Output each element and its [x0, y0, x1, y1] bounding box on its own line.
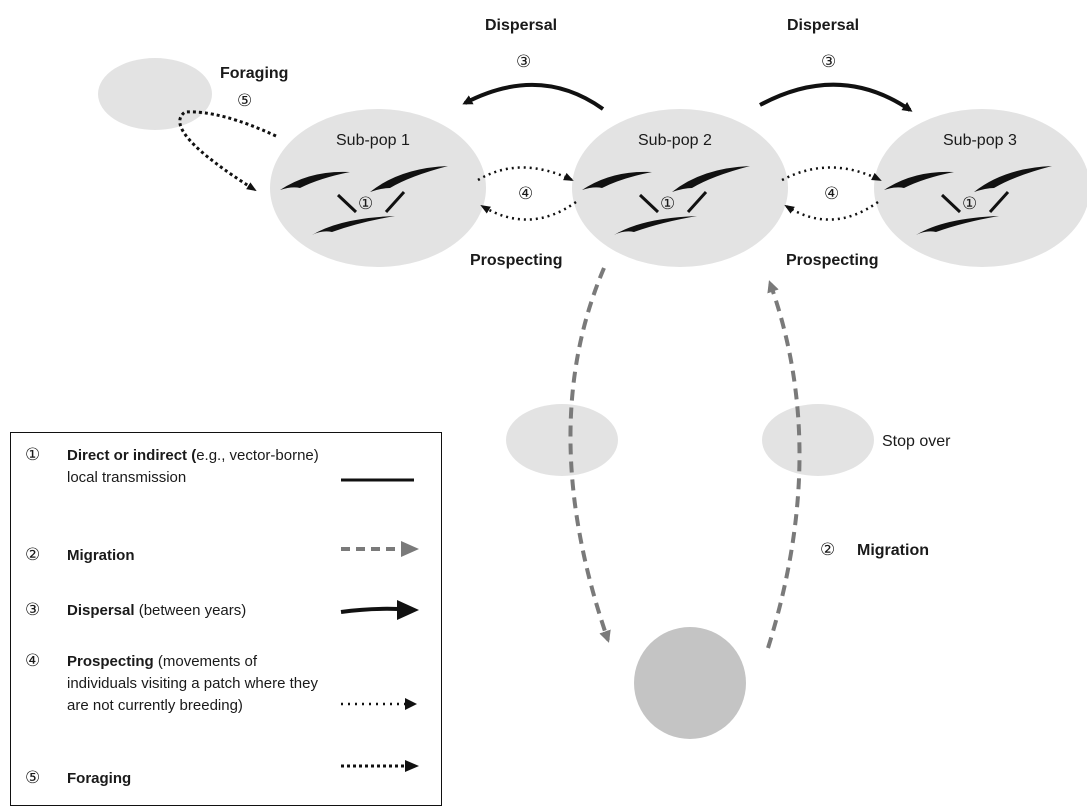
legend-text-transmission: Direct or indirect (e.g., vector-borne) … [67, 445, 327, 489]
dispersal-arrow-right [759, 82, 913, 112]
prospecting-arrow-2-to-3 [781, 166, 882, 182]
migration-arrow-up [766, 280, 802, 649]
legend-text-prospecting: Prospecting (movements of individuals vi… [67, 651, 327, 717]
legend-detail-transmission: e.g., vector-borne) local transmission [67, 447, 319, 486]
bird-icon [974, 166, 1052, 192]
transmission-line [988, 190, 1010, 214]
dispersal-arrow-left [462, 82, 605, 111]
legend-marker-two: ② [25, 545, 41, 565]
legend-detail-dispersal: (between years) [134, 602, 247, 619]
transmission-line [384, 190, 406, 214]
bird-icon [884, 171, 954, 190]
legend-bold-transmission: Direct or indirect ( [67, 447, 197, 464]
legend-marker-one: ① [25, 445, 41, 465]
bird-icon [312, 216, 395, 235]
stop-over-label: Stop over [882, 433, 951, 450]
bird-icon [582, 171, 652, 190]
legend-marker-five: ⑤ [25, 768, 41, 788]
wintering-patch [634, 627, 746, 739]
transmission-line [940, 193, 962, 214]
legend-bold-dispersal: Dispersal [67, 602, 135, 619]
marker-one-subpop3: ① [962, 194, 977, 214]
legend-symbol-gray-dashed-arrow [341, 541, 419, 557]
transmission-line [336, 193, 358, 214]
foraging-arrow [178, 110, 277, 192]
bird-icon [672, 166, 750, 192]
foraging-patch [98, 58, 212, 130]
marker-four-left: ④ [518, 184, 533, 204]
legend-symbol-dotted-arrow [341, 698, 417, 710]
legend-detail-prospecting: (movements of individuals visiting a pat… [67, 653, 318, 714]
foraging-label: Foraging [220, 65, 288, 82]
prospecting-arrow-3-to-2 [784, 200, 879, 221]
legend-marker-four: ④ [25, 651, 41, 671]
migration-label: Migration [857, 542, 929, 559]
bird-icon [280, 171, 350, 190]
subpop2-label: Sub-pop 2 [638, 132, 712, 149]
bird-icon [614, 216, 697, 235]
bird-icon [916, 216, 999, 235]
legend-text-migration: Migration [67, 545, 327, 567]
transmission-line [638, 193, 660, 214]
legend-marker-three: ③ [25, 600, 41, 620]
legend-box: ① Direct or indirect (e.g., vector-borne… [10, 432, 442, 806]
legend-symbol-solid-line [341, 478, 414, 482]
marker-five: ⑤ [237, 91, 252, 111]
legend-symbol-dense-dotted-arrow [341, 760, 419, 772]
prospecting-arrow-2-to-1 [480, 200, 577, 221]
prospecting-arrow-1-to-2 [477, 166, 574, 182]
migration-arrow-down [568, 267, 611, 643]
legend-bold-migration: Migration [67, 547, 135, 564]
marker-three-left: ③ [516, 52, 531, 72]
stopover-patch-left [506, 404, 618, 476]
subpop2-birds [582, 166, 750, 235]
marker-three-right: ③ [821, 52, 836, 72]
dispersal-label-right: Dispersal [787, 17, 859, 34]
bird-icon [370, 166, 448, 192]
dispersal-label-left: Dispersal [485, 17, 557, 34]
marker-four-right: ④ [824, 184, 839, 204]
subpop3-birds [884, 166, 1052, 235]
legend-text-foraging: Foraging [67, 768, 327, 790]
marker-two: ② [820, 540, 835, 560]
legend-bold-prospecting: Prospecting [67, 653, 154, 670]
subpop3-label: Sub-pop 3 [943, 132, 1017, 149]
marker-one-subpop2: ① [660, 194, 675, 214]
transmission-line [686, 190, 708, 214]
stopover-patch-right [762, 404, 874, 476]
prospecting-label-right: Prospecting [786, 252, 878, 269]
marker-one-subpop1: ① [358, 194, 373, 214]
legend-bold-foraging: Foraging [67, 770, 132, 787]
legend-symbol-bold-arrow [340, 600, 419, 620]
legend-text-dispersal: Dispersal (between years) [67, 600, 327, 622]
subpop1-birds [280, 166, 448, 235]
prospecting-label-left: Prospecting [470, 252, 562, 269]
subpop1-label: Sub-pop 1 [336, 132, 410, 149]
